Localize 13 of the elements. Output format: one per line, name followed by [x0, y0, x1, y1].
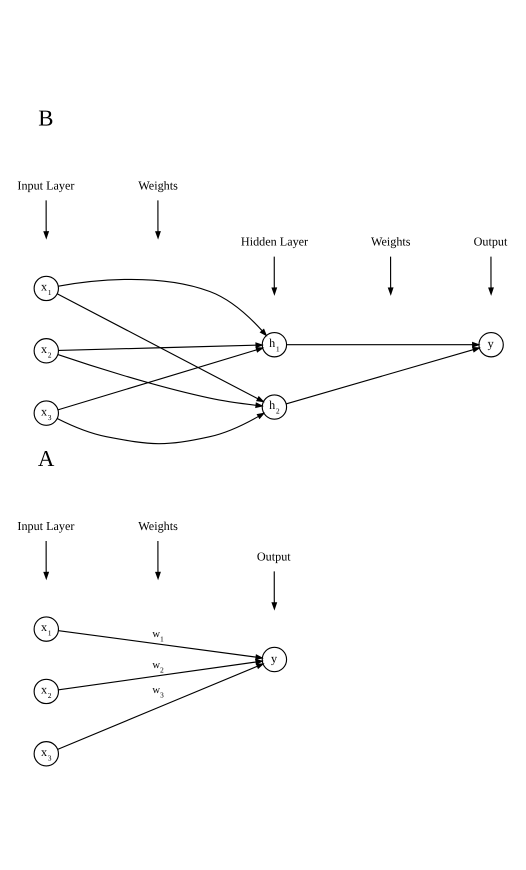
- edge-label: w$_{3}$: [152, 685, 164, 700]
- node-text: Hidden Layer: [240, 234, 308, 249]
- edge-label: w$_{2}$: [152, 660, 164, 675]
- node-text: Weights: [138, 178, 178, 192]
- edge-label: w$_{1}$: [152, 628, 164, 644]
- node-text: Input Layer: [17, 178, 74, 192]
- label: A: [38, 446, 54, 471]
- node-text: Weights: [370, 234, 411, 249]
- node-text: Output: [474, 234, 508, 249]
- node-text: Input Layer: [17, 519, 74, 534]
- node-text: Weights: [138, 519, 178, 534]
- node-text: Output: [256, 550, 291, 564]
- label: B: [38, 105, 54, 130]
